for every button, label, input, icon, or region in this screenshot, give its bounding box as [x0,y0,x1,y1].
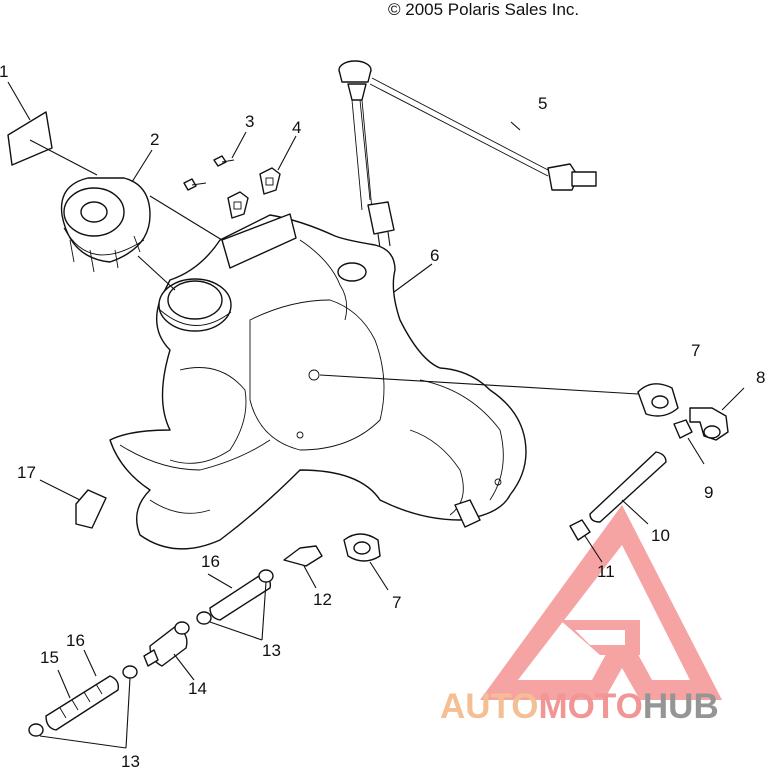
callout-15: 15 [40,648,59,667]
callout-17: 17 [17,463,36,482]
part-grommet-upper [319,374,679,417]
watermark-moto: MOTO [539,687,643,726]
part-elbow-fitting [689,387,745,441]
part-decal [7,111,98,176]
part-screws [183,155,235,191]
leader-lines [7,81,433,293]
callout-1: 1 [0,62,8,81]
watermark-triangle-notch-inner [575,630,625,645]
part-fuel-sender [338,60,597,249]
callout-7-upper: 7 [691,341,700,360]
callout-2: 2 [150,130,159,149]
callout-10: 10 [651,526,670,545]
callout-11: 11 [597,562,615,581]
part-fitting-12 [283,545,323,589]
callout-13-lower: 13 [121,752,140,769]
callout-9: 9 [704,483,713,502]
callout-numbers: 1 2 3 4 5 6 7 7 8 9 10 11 12 13 13 14 15… [0,62,765,769]
part-hose-15-lower [28,649,138,749]
callout-7-lower: 7 [392,593,401,612]
callout-3: 3 [245,112,254,131]
part-bracket-17 [39,479,107,529]
watermark-triangle-inner [518,545,690,680]
callout-6: 6 [430,246,439,265]
callout-4: 4 [292,118,301,137]
callout-16-lower: 16 [66,631,85,650]
callout-13-upper: 13 [262,641,281,660]
watermark-logo: AUTOMOTOHUB [440,505,722,726]
watermark-hub: HUB [643,687,719,726]
callout-14: 14 [188,679,207,698]
watermark-auto: AUTO [440,687,539,726]
callout-16-upper: 16 [201,552,220,571]
part-grommet-lower [343,533,389,591]
part-clips [227,167,281,219]
callout-5: 5 [538,94,547,113]
callout-8: 8 [756,368,765,387]
svg-text:AUTOMOTOHUB: AUTOMOTOHUB [440,687,719,726]
part-fuel-tank [109,213,527,550]
part-fuel-filter [143,621,195,681]
callout-12: 12 [313,590,332,609]
copyright-notice: © 2005 Polaris Sales Inc. [388,0,580,19]
part-hose-clamp-9 [673,419,705,465]
part-hose-16-upper [196,569,274,641]
part-fuel-cap [60,177,151,273]
part-fuel-hose-10 [589,451,667,525]
part-hose-clamp-11 [569,519,603,563]
